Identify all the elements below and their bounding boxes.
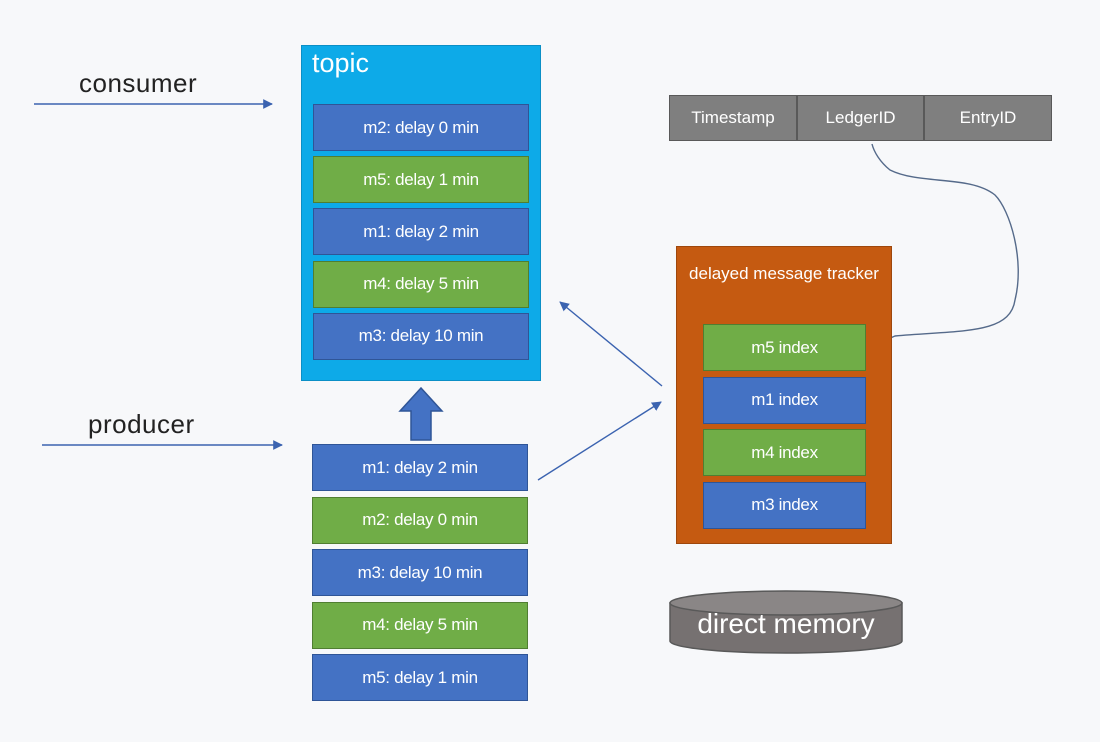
index-to-fields-curve: [865, 143, 1019, 351]
producer-message: m4: delay 5 min: [312, 601, 528, 649]
producer-label: producer: [88, 409, 195, 439]
index-field-ledgerid: LedgerID: [797, 95, 924, 141]
index-field-entryid: EntryID: [924, 95, 1052, 141]
tracker-to-topic-arrow: [559, 301, 663, 387]
memory-cylinder: [669, 590, 903, 654]
consumer-label: consumer: [79, 68, 198, 98]
tracker-index: m3 index: [703, 481, 866, 529]
producer-message: m2: delay 0 min: [312, 496, 528, 544]
producer-to-tracker-arrow: [537, 401, 662, 481]
tracker-title: delayed message tracker: [689, 264, 879, 283]
index-field-timestamp: Timestamp: [669, 95, 797, 141]
topic-message: m2: delay 0 min: [313, 104, 529, 151]
topic-message: m4: delay 5 min: [313, 260, 529, 308]
topic-message: m3: delay 10 min: [313, 312, 529, 360]
topic-message: m5: delay 1 min: [313, 156, 529, 204]
memory-label: direct memory: [697, 608, 875, 639]
topic-message: m1: delay 2 min: [313, 208, 529, 256]
tracker-index: m5 index: [703, 324, 866, 371]
tracker-index: m4 index: [703, 429, 866, 476]
up-arrow-icon: [398, 387, 444, 441]
topic-title: topic: [312, 48, 370, 78]
producer-message: m3: delay 10 min: [312, 549, 528, 596]
producer-message: m5: delay 1 min: [312, 654, 528, 701]
producer-message: m1: delay 2 min: [312, 444, 528, 491]
tracker-index: m1 index: [703, 376, 866, 424]
